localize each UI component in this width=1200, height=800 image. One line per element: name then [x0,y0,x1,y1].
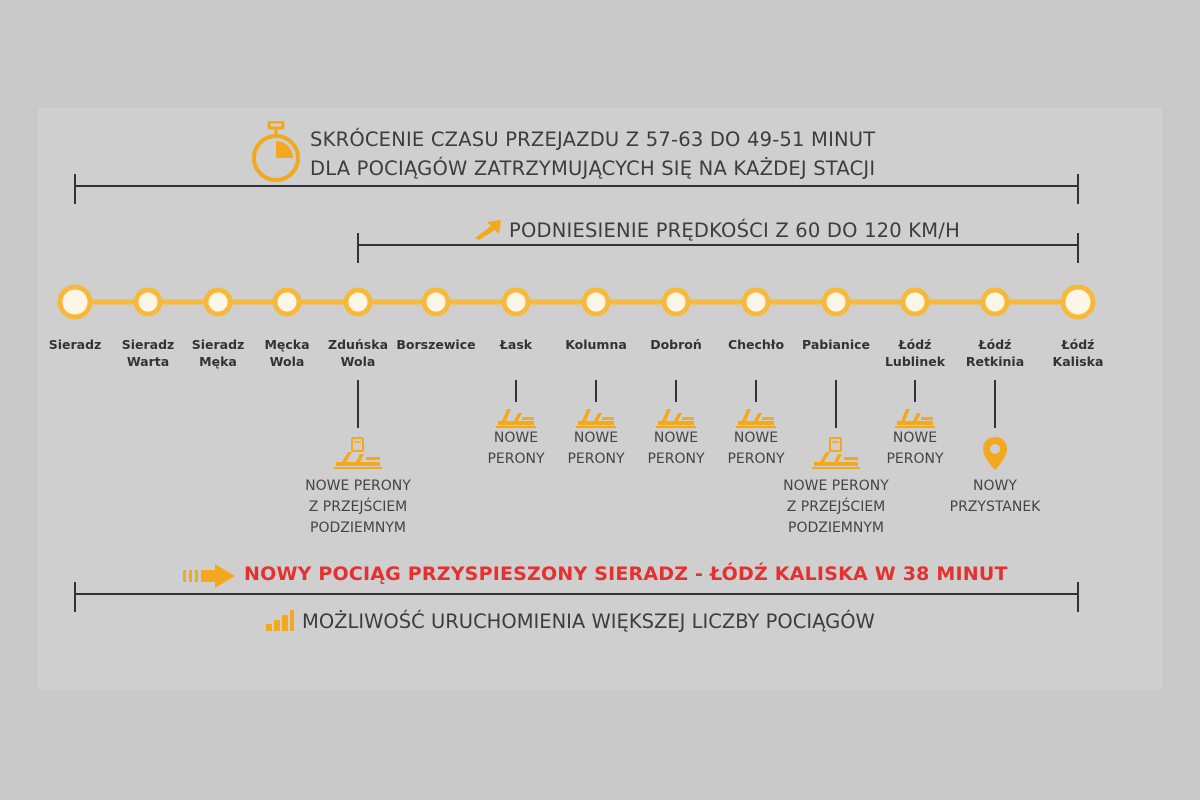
feature-label-lodz-retkinia: Nowyprzystanek [949,478,1041,515]
station-label-lask: Łask [499,337,533,352]
header-line-1: Skrócenie czasu przejazdu z 57-63 do 49-… [310,128,876,151]
feature-label-chechlo: Noweperony [727,430,785,467]
feature-label-dobron: Noweperony [647,430,705,467]
station-dot-mecka-wola [272,287,302,317]
feature-label-lodz-lublinek: Noweperony [886,430,944,467]
speed-label: Podniesienie prędkości z 60 do 120 km/h [509,219,960,242]
express-train-banner: Nowy pociąg przyspieszony Sieradz - Łódź… [244,563,1008,585]
station-dot-sieradz-meka [203,287,233,317]
platform-icon [895,409,935,428]
feature-label-pabianice: Nowe peronyz przejściempodziemnym [783,478,889,536]
station-dot-zdunska-wola [343,287,373,317]
station-label-chechlo: Chechło [727,337,785,352]
station-dot-lodz-kaliska [1060,284,1096,320]
station-dot-lodz-retkinia [980,287,1010,317]
station-dot-dobron [661,287,691,317]
platform-icon [496,409,536,428]
location-pin-icon [983,437,1007,470]
arrow-up-right-icon [475,220,501,240]
station-dot-lask [501,287,531,317]
feature-label-lask: Noweperony [487,430,545,467]
station-dot-sieradz [57,284,93,320]
signal-bars-icon [266,610,294,631]
station-label-kolumna: Kolumna [565,337,627,352]
fast-arrow-icon [183,564,235,588]
station-label-pabianice: Pabianice [802,337,870,352]
feature-label-kolumna: Noweperony [567,430,625,467]
stopwatch-icon [252,121,300,182]
station-dot-sieradz-warta [133,287,163,317]
station-dot-kolumna [581,287,611,317]
platform-underpass-icon [812,437,860,469]
station-label-dobron: Dobroń [650,337,702,352]
station-dot-pabianice [821,287,851,317]
footer-line: Możliwość uruchomienia większej liczby p… [302,610,875,633]
station-label-sieradz: Sieradz [48,337,102,352]
platform-icon [736,409,776,428]
station-label-borszewice: Borszewice [396,337,476,352]
platform-icon [576,409,616,428]
station-dot-chechlo [741,287,771,317]
station-dot-borszewice [421,287,451,317]
platform-icon [656,409,696,428]
header-line-2: dla pociągów zatrzymujących się na każde… [310,157,876,180]
feature-label-zdunska-wola: Nowe peronyz przejściempodziemnym [305,478,411,536]
platform-underpass-icon [334,437,382,469]
station-dot-lodz-lublinek [900,287,930,317]
